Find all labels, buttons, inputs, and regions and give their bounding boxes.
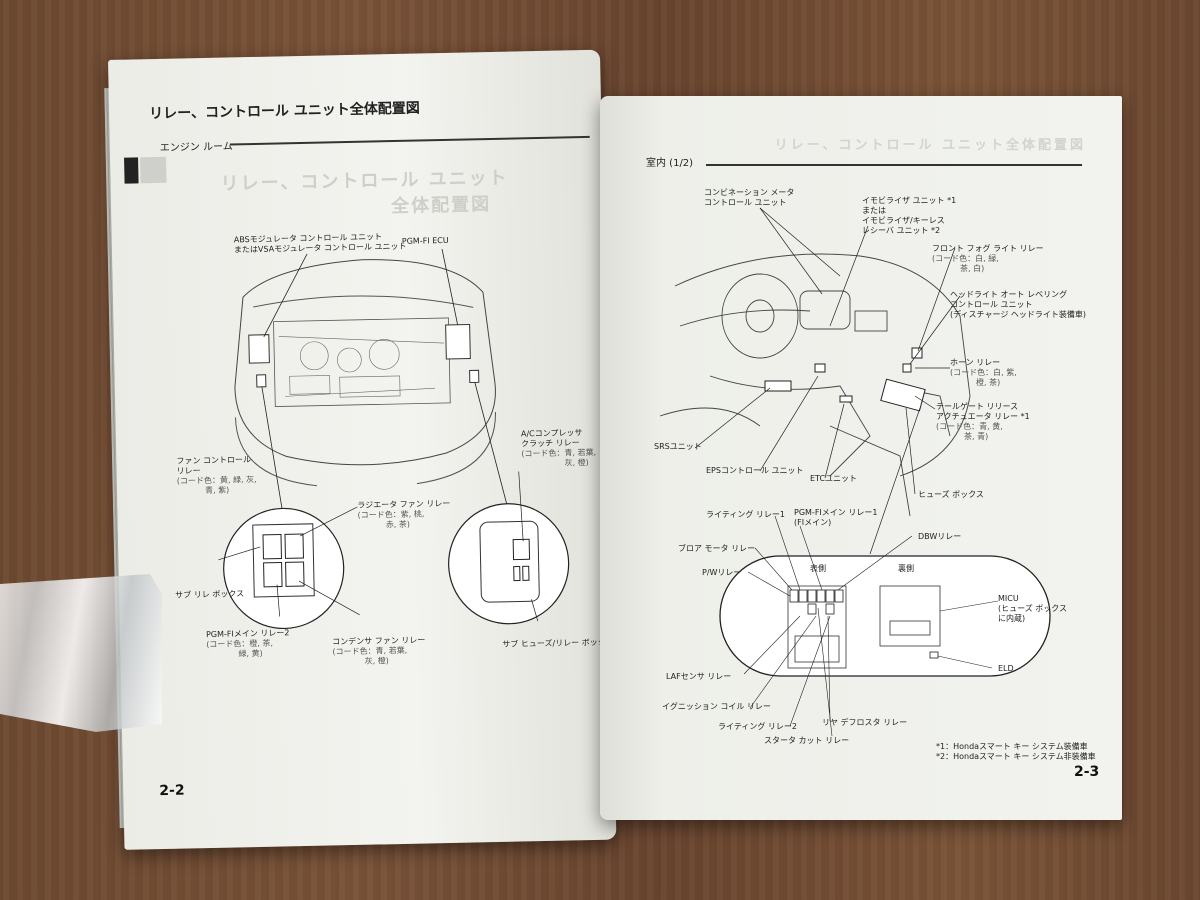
label-starter-cut-relay: スタータ カット リレー (764, 736, 850, 745)
label-micu-2: (ヒューズ ボックス (998, 604, 1068, 613)
label-back-side: 裏側 (898, 564, 914, 573)
label-fan-control-1: ファン コントロール (176, 455, 252, 466)
right-ghost-title: リレー、コントロール ユニット全体配置図 (774, 138, 1086, 153)
label-pw-relay: P/Wリレー (702, 568, 742, 577)
label-ignition-coil-relay: イグニッション コイル リレー (662, 702, 771, 711)
label-lighting-relay1: ライティング リレー1 (706, 510, 785, 519)
right-section-rule (706, 164, 1082, 166)
label-lighting-relay2: ライティング リレー2 (718, 722, 797, 731)
label-etc-unit: ETCユニット (810, 474, 858, 483)
label-blower-motor-relay: ブロア モータ リレー (678, 544, 756, 553)
label-horn-relay-2: (コード色：白, 紫, (950, 368, 1017, 377)
label-immobilizer-1: イモビライザ ユニット *1 (862, 196, 957, 205)
label-tailgate-relay-4: 茶, 青) (964, 432, 989, 441)
label-front-fog-relay-3: 茶, 白) (960, 264, 985, 273)
label-pgm-main-relay1-2: (FIメイン) (794, 518, 832, 527)
label-laf-sensor-relay: LAFセンサ リレー (666, 672, 732, 681)
label-pgm-main-relay1-1: PGM-FIメイン リレー1 (794, 508, 878, 517)
label-headlight-leveling-2: コントロール ユニット (950, 300, 1033, 309)
label-sub-relay-box: サブ リレ ボックス (175, 589, 245, 600)
label-tailgate-relay-1: テールゲート リリース (936, 402, 1019, 411)
label-pgm-fi-ecu: PGM-FI ECU (401, 235, 449, 246)
label-front-fog-relay-1: フロント フォグ ライト リレー (932, 244, 1044, 253)
left-page-number: 2-2 (159, 782, 185, 800)
right-page: リレー、コントロール ユニット全体配置図 室内 (1/2) (600, 96, 1122, 820)
label-srs-unit: SRSユニット (654, 442, 702, 451)
label-combination-meter-1: コンビネーション メータ (704, 188, 795, 197)
label-rear-defroster-relay: リヤ デフロスタ リレー (822, 718, 908, 727)
label-fan-control-4: 青, 紫) (204, 485, 230, 496)
label-tailgate-relay-3: (コード色：青, 黄, (936, 422, 1003, 431)
label-micu-1: MICU (998, 594, 1019, 603)
label-combination-meter-2: コントロール ユニット (704, 198, 787, 207)
label-condenser-fan-3: 灰, 橙) (364, 656, 389, 666)
right-page-number: 2-3 (1074, 764, 1100, 780)
footnote-2: *2：Hondaスマート キー システム非装備車 (936, 752, 1096, 761)
label-headlight-leveling-3: (ディスチャージ ヘッドライト装備車) (950, 310, 1086, 319)
label-fan-control-2: リレー (176, 466, 201, 476)
label-immobilizer-3: イモビライザ/キーレス (862, 216, 945, 225)
label-fuse-box: ヒューズ ボックス (918, 490, 984, 499)
label-headlight-leveling-1: ヘッドライト オート レベリング (950, 290, 1068, 299)
label-pgm-main-relay2-3: 緑, 黄) (238, 648, 263, 659)
label-immobilizer-2: または (862, 206, 886, 215)
footnote-1: *1：Hondaスマート キー システム装備車 (936, 742, 1088, 751)
left-page: リレー、コントロール ユニット全体配置図 エンジン ルーム リレー、コントロール… (108, 49, 617, 850)
label-immobilizer-4: レシーバ ユニット *2 (862, 226, 941, 235)
label-dbw-relay: DBWリレー (918, 532, 962, 541)
label-horn-relay-1: ホーン リレー (950, 358, 1001, 367)
interior-diagram (659, 207, 1051, 737)
label-eps-unit: EPSコントロール ユニット (706, 466, 804, 475)
label-micu-3: に内蔵) (998, 614, 1026, 623)
label-ac-clutch-4: 灰, 橙) (564, 458, 589, 468)
label-front-side: 表側 (810, 564, 826, 573)
glass-paperweight (0, 574, 162, 732)
label-front-fog-relay-2: (コード色：白, 緑, (932, 254, 999, 263)
label-tailgate-relay-2: アクチュエータ リレー *1 (936, 412, 1030, 421)
label-horn-relay-3: 橙, 茶) (976, 378, 1001, 387)
label-radiator-fan-3: 赤, 茶) (385, 519, 411, 530)
label-eld: ELD (998, 664, 1014, 673)
engine-room-diagram (218, 248, 570, 630)
right-section-label: 室内 (1/2) (646, 158, 694, 169)
